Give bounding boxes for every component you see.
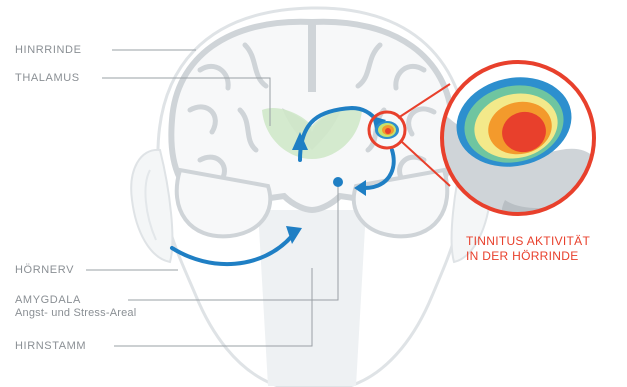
label-amygdala: AMYGDALA: [15, 294, 81, 306]
label-auditory-nerve: HÖRNERV: [15, 264, 74, 276]
callout-line2: IN DER HÖRRINDE: [466, 249, 579, 264]
label-cortex: HINRRINDE: [15, 44, 82, 56]
label-brainstem: HIRNSTAMM: [15, 340, 86, 352]
label-amygdala-sub: Angst- und Stress-Areal: [15, 307, 136, 319]
label-thalamus: THALAMUS: [15, 72, 80, 84]
callout-line1: TINNITUS AKTIVITÄT: [466, 234, 590, 249]
small-activity-spot: [375, 121, 399, 139]
amygdala-dot: [333, 177, 343, 187]
